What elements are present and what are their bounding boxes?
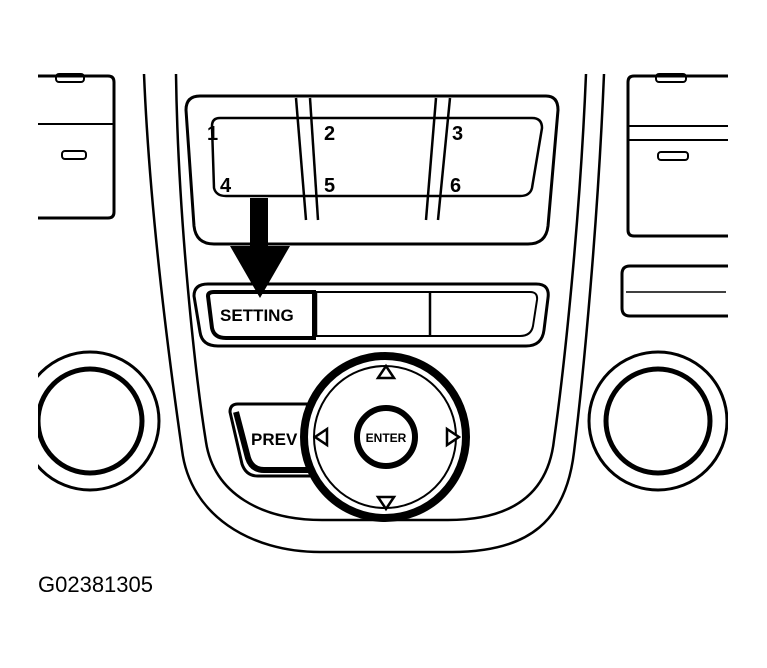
left-knob[interactable] bbox=[0, 340, 161, 510]
preset-bezel bbox=[184, 94, 560, 246]
left-triangle-icon[interactable] bbox=[312, 426, 329, 448]
preset-buttons: 1 2 3 4 5 6 bbox=[207, 123, 463, 197]
preset-button-2[interactable]: 2 bbox=[324, 123, 335, 145]
right-knob[interactable] bbox=[587, 340, 767, 510]
enter-button[interactable]: ENTER bbox=[354, 405, 418, 469]
right-triangle-icon[interactable] bbox=[445, 426, 462, 448]
setting-button[interactable]: SETTING bbox=[205, 290, 316, 340]
enter-button-label: ENTER bbox=[366, 431, 407, 445]
down-arrow-icon bbox=[230, 198, 290, 298]
left-side-panel bbox=[38, 73, 116, 220]
figure-code: G02381305 bbox=[38, 572, 153, 597]
down-triangle-icon[interactable] bbox=[375, 495, 397, 512]
preset-button-3[interactable]: 3 bbox=[452, 123, 463, 145]
right-side-panel bbox=[620, 73, 728, 318]
preset-button-4[interactable]: 4 bbox=[220, 175, 232, 197]
up-triangle-icon[interactable] bbox=[375, 363, 397, 380]
setting-button-label: SETTING bbox=[220, 306, 294, 325]
preset-button-1[interactable]: 1 bbox=[207, 123, 218, 145]
preset-button-5[interactable]: 5 bbox=[324, 175, 335, 197]
preset-button-6[interactable]: 6 bbox=[450, 175, 461, 197]
prev-button-label: PREV bbox=[251, 430, 298, 449]
